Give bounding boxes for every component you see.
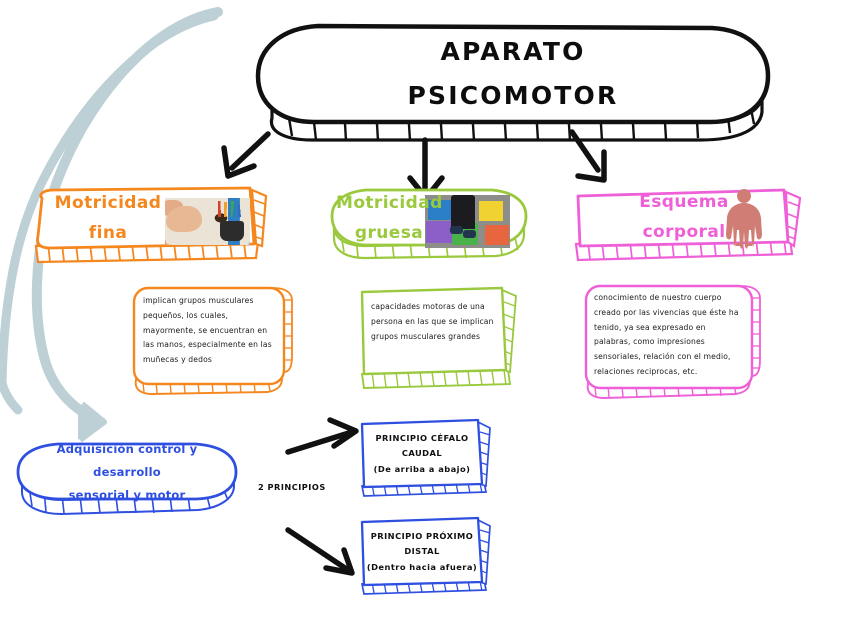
description-motricidad-gruesa: capacidades motoras de una persona en la… — [371, 300, 495, 370]
principle-line-3: (Dentro hacia afuera) — [366, 561, 478, 572]
principle-cefalo-caudal[interactable]: PRINCIPIO CÉFALO CAUDAL (De arriba a aba… — [364, 424, 480, 484]
title-line-1: APARATO — [440, 37, 586, 67]
principle-line-1: PRINCIPIO CÉFALO — [375, 432, 469, 443]
arrow-to-cefalo-caudal — [285, 417, 359, 455]
description-motricidad-fina: implican grupos musculares pequeños, los… — [143, 294, 276, 378]
description-text: conocimiento de nuestro cuerpo creado po… — [594, 293, 739, 376]
acquisition-node-label[interactable]: Adquisición control y desarrollo sensori… — [22, 442, 232, 502]
category-label-motricidad-fina[interactable]: Motricidad fina — [48, 190, 168, 248]
principle-line-2: CAUDAL — [401, 448, 443, 459]
acquisition-line-1: Adquisición control y desarrollo — [56, 441, 198, 479]
title-line-2: PSICOMOTOR — [407, 81, 619, 110]
human-body-silhouette-icon — [726, 189, 762, 249]
motricidad-gruesa-photo — [425, 195, 510, 248]
arrow-title-to-gruesa — [407, 137, 445, 201]
principle-frame-cefalo-caudal — [360, 418, 491, 497]
category-frame-esquema-corporal — [574, 188, 802, 262]
description-text: implican grupos musculares pequeños, los… — [143, 296, 272, 365]
title-node-shape — [255, 23, 771, 142]
description-frame-motricidad-fina — [132, 286, 293, 395]
acquisition-line-2: sensorial y motor — [68, 487, 186, 502]
category-label-line-2: corporal — [642, 222, 726, 242]
description-frame-esquema-corporal — [584, 284, 761, 399]
principle-proximo-distal[interactable]: PRINCIPIO PRÓXIMO DISTAL (Dentro hacia a… — [364, 522, 480, 582]
principle-line-2: DISTAL — [404, 546, 440, 557]
principle-frame-proximo-distal — [360, 516, 491, 595]
principle-line-3: (De arriba a abajo) — [373, 463, 471, 474]
description-frame-motricidad-gruesa — [360, 286, 517, 389]
arrow-title-to-fina — [221, 131, 271, 179]
description-esquema-corporal: conocimiento de nuestro cuerpo creado po… — [594, 291, 744, 385]
arrow-to-proximo-distal — [285, 527, 355, 576]
acquisition-node-shape — [16, 442, 238, 516]
motricidad-fina-photo — [165, 198, 250, 245]
category-label-esquema-corporal[interactable]: Esquema corporal — [630, 190, 738, 246]
category-label-line-2: fina — [88, 223, 128, 243]
principle-line-1: PRINCIPIO PRÓXIMO — [370, 530, 474, 541]
description-text: capacidades motoras de una persona en la… — [371, 302, 494, 341]
page-title: APARATO PSICOMOTOR — [258, 26, 768, 122]
connector-label-2-principios: 2 PRINCIPIOS — [258, 482, 326, 492]
arrow-title-to-esquema — [569, 129, 607, 183]
category-label-line-1: Esquema — [639, 192, 729, 213]
category-label-line-1: Motricidad — [54, 193, 162, 214]
